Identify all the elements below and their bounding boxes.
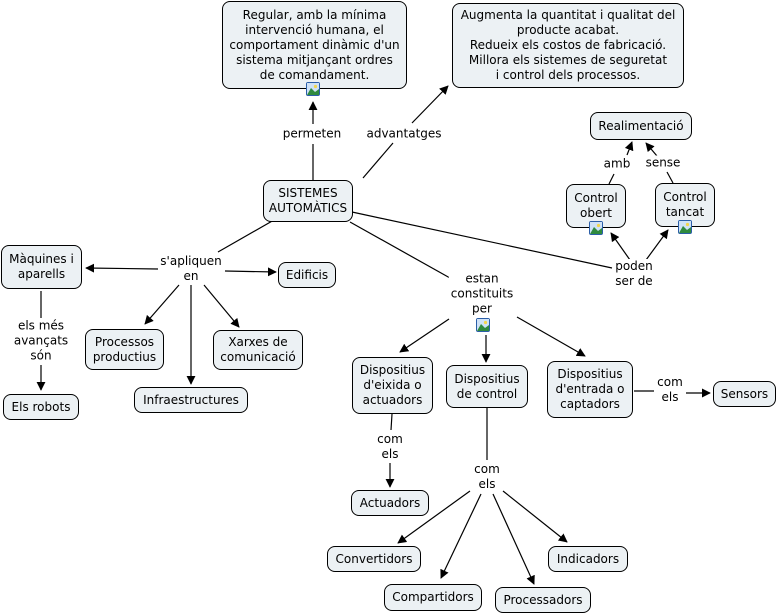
edge-central-poden: [351, 211, 613, 269]
link-amb[interactable]: amb: [601, 156, 633, 172]
concept-definition[interactable]: Regular, amb la mínima intervenció human…: [222, 1, 407, 89]
edge-poden-tancat: [645, 229, 669, 261]
edge-sense-realimentacio: [645, 142, 658, 157]
edge-comels-indicadors: [502, 490, 568, 543]
concept-indicadors[interactable]: Indicadors: [548, 546, 628, 572]
edge-estan-eixida: [399, 318, 450, 353]
link-poden-ser-de[interactable]: poden ser de: [613, 259, 655, 289]
concept-dispositius-entrada[interactable]: Dispositius d'entrada o captadors: [547, 361, 633, 418]
link-advantatges[interactable]: advantatges: [364, 126, 444, 142]
concept-processadors[interactable]: Processadors: [495, 587, 591, 613]
link-s-apliquen-en[interactable]: s'apliquen en: [158, 254, 224, 284]
concept-sensors[interactable]: Sensors: [713, 381, 776, 407]
edge-central-sapliquen: [217, 219, 275, 253]
concept-realimentacio[interactable]: Realimentació: [590, 112, 692, 140]
link-com-els-sensors[interactable]: com els: [655, 375, 685, 405]
edge-central-estan: [349, 221, 451, 279]
edge-obert-amb: [608, 173, 615, 185]
concept-control-obert[interactable]: Control obert: [566, 184, 626, 228]
edge-sapliquen-maquines: [85, 263, 159, 273]
edge-central-advantatges: [362, 142, 394, 179]
edge-eixida-comels: [390, 413, 393, 431]
link-estan-constituits[interactable]: estan constituits per: [448, 271, 516, 317]
edge-advantatges-advantages: [411, 85, 449, 124]
link-com-els-control[interactable]: com els: [472, 462, 502, 492]
concept-compartidors[interactable]: Compartidors: [384, 584, 482, 611]
image-resource-icon[interactable]: [589, 221, 603, 235]
edge-comels-processadors: [492, 493, 535, 585]
concept-sistemes-automatics[interactable]: SISTEMES AUTOMÀTICS: [263, 180, 353, 222]
concept-maquines-aparells[interactable]: Màquines i aparells: [1, 245, 82, 289]
link-els-mes-avancats[interactable]: els més avançats són: [11, 318, 71, 364]
concept-actuadors[interactable]: Actuadors: [351, 490, 429, 516]
edge-comels-convertidors: [397, 490, 471, 544]
edge-estan-entrada: [516, 316, 586, 357]
edge-sapliquen-edificis: [224, 267, 277, 277]
concept-infraestructures[interactable]: Infraestructures: [134, 387, 248, 413]
concept-advantages[interactable]: Augmenta la quantitat i qualitat del pro…: [452, 3, 684, 88]
concept-dispositius-eixida[interactable]: Dispositius d'eixida o actuadors: [352, 357, 433, 414]
edge-poden-obert: [610, 232, 631, 261]
image-resource-icon[interactable]: [306, 82, 320, 96]
concept-edificis[interactable]: Edificis: [278, 262, 336, 288]
link-permeten[interactable]: permeten: [280, 126, 344, 142]
edge-comels-compartidors: [440, 493, 482, 579]
image-resource-icon[interactable]: [678, 220, 692, 234]
edge-sapliquen-processos: [144, 284, 180, 325]
link-sense[interactable]: sense: [643, 155, 683, 171]
concept-xarxes-comunicacio[interactable]: Xarxes de comunicació: [213, 330, 303, 370]
link-com-els-actuadors[interactable]: com els: [375, 432, 405, 462]
concept-dispositius-control[interactable]: Dispositius de control: [446, 365, 528, 408]
concept-convertidors[interactable]: Convertidors: [327, 546, 421, 572]
concept-processos-productius[interactable]: Processos productius: [85, 329, 164, 370]
image-resource-icon[interactable]: [476, 318, 490, 332]
edge-tancat-sense: [666, 171, 674, 184]
concept-els-robots[interactable]: Els robots: [3, 394, 79, 420]
edge-sapliquen-xarxes: [203, 284, 240, 328]
edge-amb-realimentacio: [624, 141, 634, 156]
